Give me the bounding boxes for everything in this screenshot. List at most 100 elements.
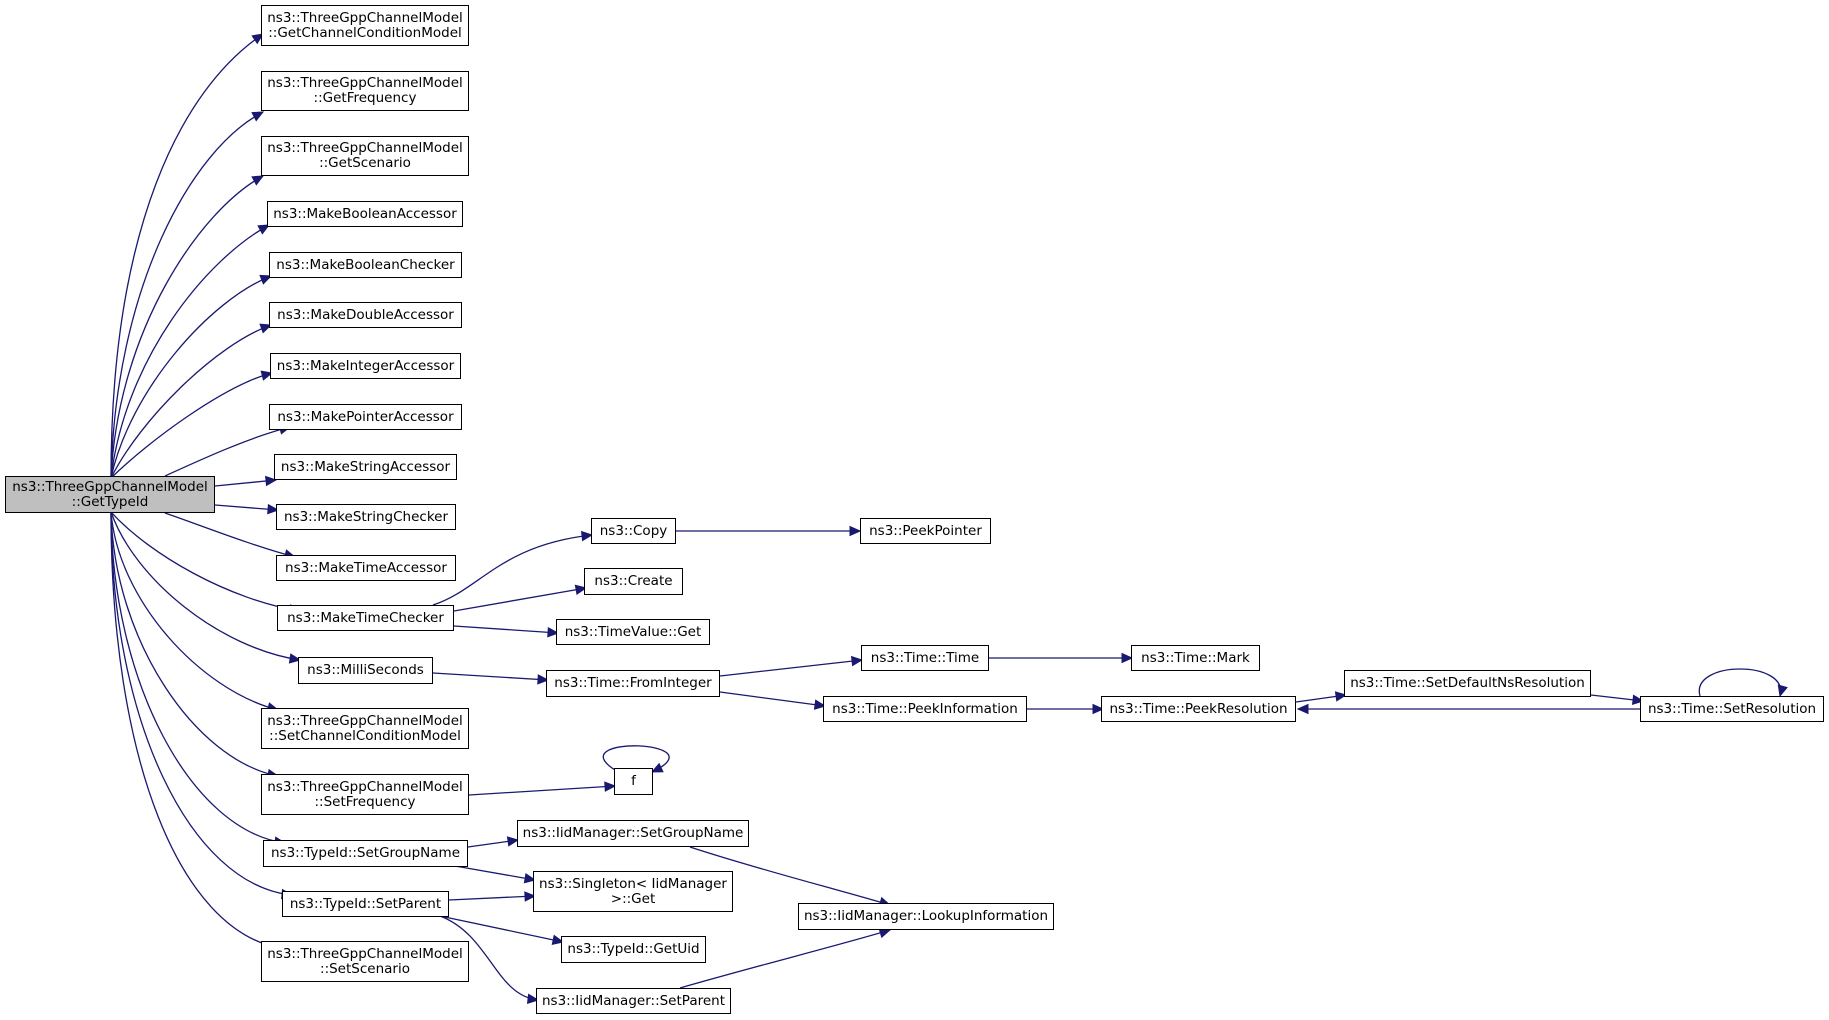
edge-root-get-scenario <box>110 175 264 479</box>
edge-root-make-time-chk <box>110 511 301 612</box>
node-time-from-integer[interactable]: ns3::Time::FromInteger <box>546 670 720 697</box>
edge-set-resolution-self <box>1698 668 1782 697</box>
node-make-double-accessor[interactable]: ns3::MakeDoubleAccessor <box>269 302 462 328</box>
edge-iid-set-group-name-lookup <box>689 846 891 906</box>
edge-root-milliseconds <box>110 511 301 661</box>
edge-root-set-group-name <box>110 511 286 844</box>
edge-root-set-scenario <box>110 511 281 949</box>
node-get-frequency[interactable]: ns3::ThreeGppChannelModel::GetFrequency <box>261 71 469 111</box>
edge-set-group-name-singleton-get <box>454 865 536 881</box>
edge-arrowhead <box>259 274 273 285</box>
node-make-time-accessor[interactable]: ns3::MakeTimeAccessor <box>276 555 456 581</box>
node-create[interactable]: ns3::Create <box>584 568 683 595</box>
node-get-channel-condition-model[interactable]: ns3::ThreeGppChannelModel::GetChannelCon… <box>261 5 469 46</box>
edge-arrowhead <box>288 653 302 664</box>
node-make-pointer-accessor[interactable]: ns3::MakePointerAccessor <box>269 404 462 430</box>
node-get-scenario[interactable]: ns3::ThreeGppChannelModel::GetScenario <box>261 136 469 176</box>
edge-arrowhead <box>1121 652 1134 664</box>
edge-arrowhead <box>1334 691 1348 702</box>
node-iidmanager-set-parent[interactable]: ns3::IidManager::SetParent <box>536 988 731 1014</box>
edge-arrowhead <box>259 323 273 334</box>
edge-root-make-bool-acc <box>110 224 270 479</box>
node-make-integer-accessor[interactable]: ns3::MakeIntegerAccessor <box>270 353 461 379</box>
edge-root-set-frequency <box>110 511 279 777</box>
edge-arrowhead <box>251 33 265 45</box>
edge-root-make-double-acc <box>110 324 272 479</box>
edge-arrowhead <box>813 699 827 710</box>
node-milliseconds[interactable]: ns3::MilliSeconds <box>298 657 433 684</box>
edge-arrowhead <box>251 111 265 122</box>
edge-arrowhead <box>580 530 594 542</box>
edge-root-make-str-chk <box>214 504 279 511</box>
node-typeid-get-uid[interactable]: ns3::TypeId::GetUid <box>561 936 706 963</box>
edge-arrowhead <box>1296 703 1309 715</box>
node-singleton-iidmanager-get[interactable]: ns3::Singleton< IidManager>::Get <box>533 871 733 912</box>
edge-root-make-ptr-acc <box>164 426 291 477</box>
edge-root-make-bool-chk <box>110 275 272 479</box>
edge-from-integer-peek-information <box>719 691 826 707</box>
node-root-gettypeid: ns3::ThreeGppChannelModel::GetTypeId <box>5 476 215 513</box>
edge-time-checker-timevalue-get <box>453 625 559 634</box>
node-make-string-checker[interactable]: ns3::MakeStringChecker <box>276 504 456 530</box>
edge-from-integer-time-time <box>719 659 863 677</box>
edge-set-parent-singleton-get <box>448 895 536 901</box>
edge-arrowhead <box>251 175 265 186</box>
edge-set-frequency-f <box>468 785 616 796</box>
edge-f-self <box>602 745 670 773</box>
node-set-channel-condition-model[interactable]: ns3::ThreeGppChannelModel::SetChannelCon… <box>261 708 469 749</box>
node-time-peek-resolution[interactable]: ns3::Time::PeekResolution <box>1101 696 1296 722</box>
node-set-scenario[interactable]: ns3::ThreeGppChannelModel::SetScenario <box>261 941 469 982</box>
edge-arrowhead <box>1777 684 1788 698</box>
node-time-set-resolution[interactable]: ns3::Time::SetResolution <box>1640 696 1824 722</box>
edge-set-parent-iid-set-parent <box>439 915 539 1001</box>
edge-root-make-int-acc <box>110 372 273 479</box>
node-make-boolean-checker[interactable]: ns3::MakeBooleanChecker <box>269 252 462 278</box>
node-typeid-set-parent[interactable]: ns3::TypeId::SetParent <box>282 891 449 917</box>
edge-arrowhead <box>604 781 617 792</box>
node-make-time-checker[interactable]: ns3::MakeTimeChecker <box>277 605 454 631</box>
node-typeid-set-group-name[interactable]: ns3::TypeId::SetGroupName <box>263 840 468 867</box>
edge-arrowhead <box>551 934 565 945</box>
edge-arrowhead <box>850 655 864 667</box>
edge-arrowhead <box>1631 694 1645 706</box>
edge-milliseconds-from-integer <box>432 672 549 681</box>
edge-arrowhead <box>849 525 862 537</box>
node-iidmanager-lookup-information[interactable]: ns3::IidManager::LookupInformation <box>798 903 1054 930</box>
node-f[interactable]: f <box>614 768 653 795</box>
edge-arrowhead <box>1092 703 1105 715</box>
edge-time-checker-copy <box>432 534 593 606</box>
node-set-frequency[interactable]: ns3::ThreeGppChannelModel::SetFrequency <box>261 774 469 815</box>
edge-arrowhead <box>267 503 280 515</box>
node-make-string-accessor[interactable]: ns3::MakeStringAccessor <box>274 454 457 480</box>
node-time-set-default-ns-resolution[interactable]: ns3::Time::SetDefaultNsResolution <box>1344 670 1591 697</box>
edge-arrowhead <box>506 836 520 847</box>
edge-arrowhead <box>526 993 540 1005</box>
edge-root-get-cc-model <box>110 33 264 479</box>
edge-arrowhead <box>265 475 278 487</box>
edge-iid-set-parent-lookup <box>679 929 891 989</box>
edge-arrowhead <box>650 762 664 773</box>
edge-arrowhead <box>524 891 537 902</box>
node-time-mark[interactable]: ns3::Time::Mark <box>1131 645 1260 671</box>
node-timevalue-get[interactable]: ns3::TimeValue::Get <box>556 619 710 645</box>
node-time-peek-information[interactable]: ns3::Time::PeekInformation <box>823 696 1027 722</box>
edge-arrowhead <box>257 224 271 235</box>
edge-root-set-parent <box>110 511 293 896</box>
edge-arrowhead <box>547 627 560 638</box>
edge-root-make-time-acc <box>164 512 296 558</box>
node-peek-pointer[interactable]: ns3::PeekPointer <box>860 518 991 544</box>
edge-root-get-frequency <box>110 111 264 479</box>
edge-set-parent-typeid-get-uid <box>439 915 564 943</box>
edge-arrowhead <box>523 872 537 884</box>
node-copy[interactable]: ns3::Copy <box>591 518 676 544</box>
node-iidmanager-set-group-name[interactable]: ns3::IidManager::SetGroupName <box>517 820 749 847</box>
edge-arrowhead <box>260 370 274 381</box>
edge-arrowhead <box>537 674 550 685</box>
edge-arrowhead <box>574 584 588 595</box>
node-time-time[interactable]: ns3::Time::Time <box>861 645 989 671</box>
edge-root-set-cc-model <box>110 511 279 711</box>
edge-time-checker-create <box>453 587 587 612</box>
node-make-boolean-accessor[interactable]: ns3::MakeBooleanAccessor <box>267 201 463 227</box>
